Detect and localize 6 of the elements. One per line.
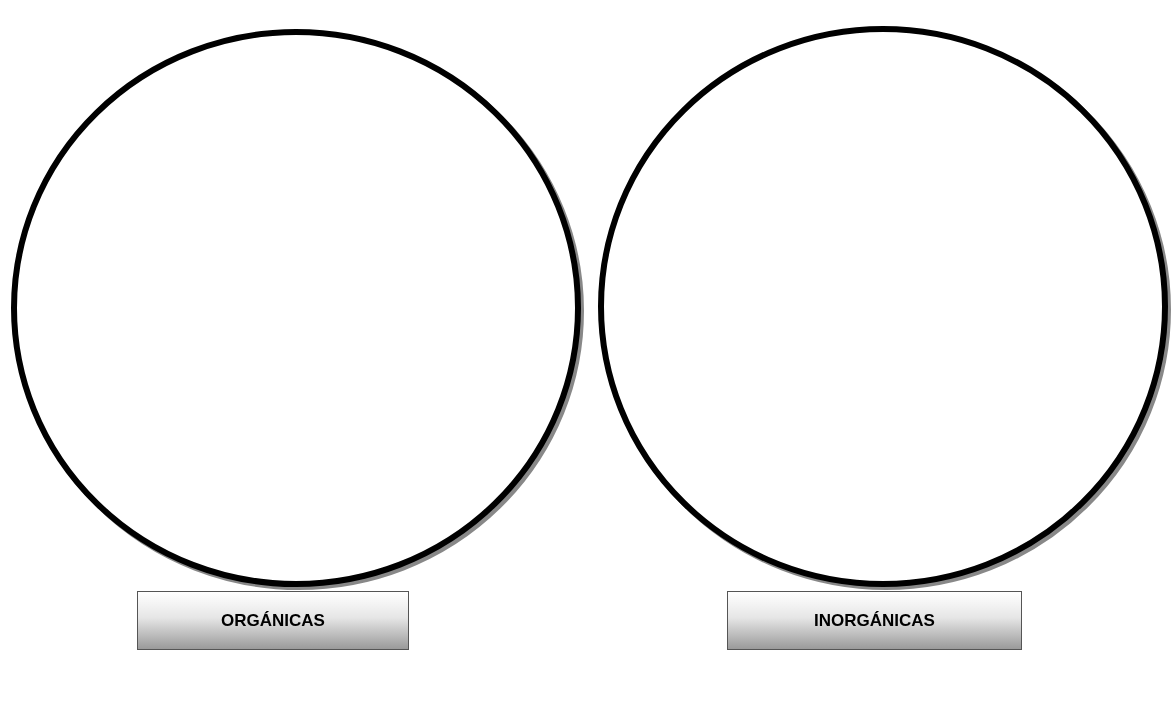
label-box [137, 591, 409, 650]
label-box [727, 591, 1022, 650]
circle-outline [10, 28, 582, 588]
circle-outline [597, 25, 1169, 588]
category-label: INORGÁNICAS [814, 610, 935, 631]
category-label: ORGÁNICAS [221, 610, 325, 631]
